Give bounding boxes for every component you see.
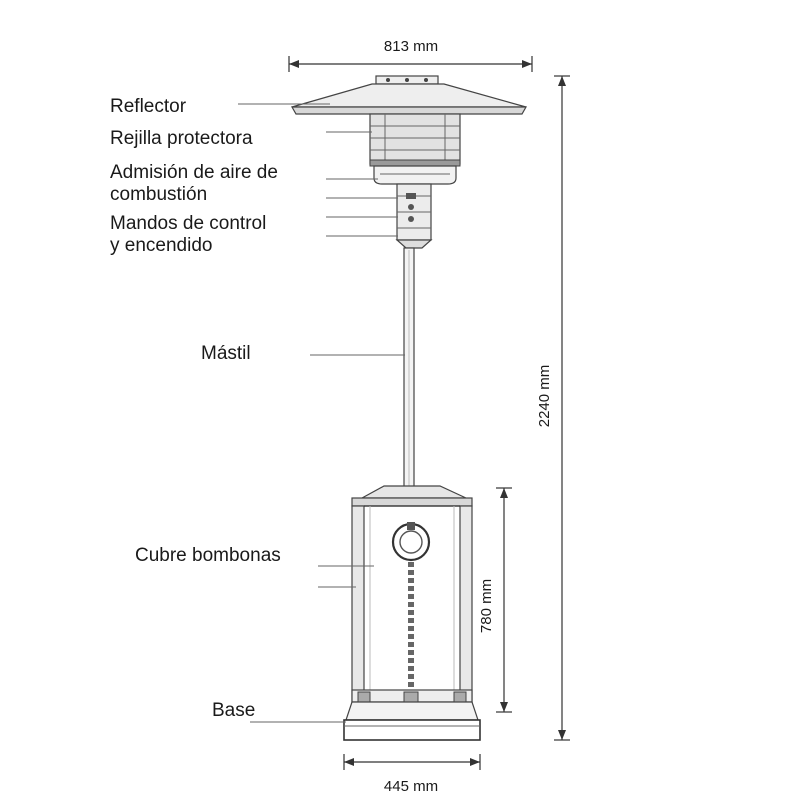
heater-drawing [290,75,528,741]
mast-shape [403,247,415,489]
dimension-labels: 813 mm 2240 mm 780 mm 445 mm [384,38,553,795]
leader-lines [238,103,405,723]
label-mast: Mástil [201,343,251,364]
label-base: Base [212,700,255,721]
base-shape [343,701,481,741]
dimension-lines [288,56,570,770]
label-air-line1: Admisión de aire de [110,162,278,183]
dim-total-height: 2240 mm [536,365,553,428]
cylinder-cover-shape [351,485,473,703]
label-air-line2: combustión [110,184,207,205]
chain-shape [408,562,414,687]
label-grille: Rejilla protectora [110,128,253,149]
label-reflector: Reflector [110,96,187,117]
grille-shape [369,113,461,167]
dim-cover-height: 780 mm [478,579,495,633]
label-controls-line1: Mandos de control [110,213,266,234]
reflector-shape [290,75,528,115]
label-cover: Cubre bombonas [135,545,281,566]
label-controls-line2: y encendido [110,235,212,256]
part-labels: Reflector Rejilla protectora Admisión de… [110,96,281,721]
dim-reflector-width: 813 mm [384,38,438,55]
control-box-shape [395,183,433,249]
dim-base-width: 445 mm [384,778,438,795]
burner-housing-shape [373,165,457,185]
